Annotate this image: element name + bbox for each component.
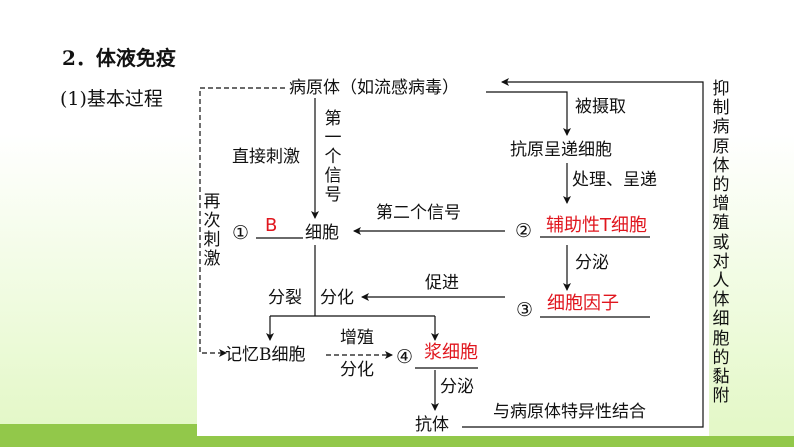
promote-label: 促进 bbox=[425, 273, 459, 293]
b-answer: B bbox=[265, 215, 278, 236]
inhibit-label: 抑制病原体的增殖或对人体细胞的黏附 bbox=[712, 79, 730, 407]
subtitle: (1)基本过程 bbox=[60, 88, 163, 110]
footer-band-left bbox=[0, 424, 197, 436]
apc-node: 抗原呈递细胞 bbox=[510, 140, 612, 160]
cytokine-answer: 细胞因子 bbox=[547, 293, 619, 314]
secrete-label: 分泌 bbox=[575, 253, 609, 273]
b-cell-suffix: 细胞 bbox=[305, 223, 339, 243]
uptake-label: 被摄取 bbox=[575, 97, 626, 117]
divide-label: 分裂 bbox=[268, 288, 302, 308]
second-signal-label: 第二个信号 bbox=[376, 203, 461, 223]
bind-label: 与病原体特异性结合 bbox=[493, 402, 646, 422]
differentiate-label: 分化 bbox=[320, 288, 354, 308]
section-title: 2．体液免疫 bbox=[62, 46, 176, 70]
plasma-number: ④ bbox=[396, 346, 414, 368]
feedback-line bbox=[462, 78, 704, 428]
b-cell-stem bbox=[270, 245, 435, 317]
secrete2-label: 分泌 bbox=[440, 377, 474, 397]
footer-band bbox=[0, 436, 794, 447]
uptake-arrow bbox=[486, 91, 571, 136]
th-number: ② bbox=[515, 220, 533, 242]
diagram-panel bbox=[197, 70, 709, 436]
restimulate-dashed-line bbox=[199, 87, 285, 357]
plasma-answer: 浆细胞 bbox=[424, 342, 478, 363]
b-number: ① bbox=[232, 222, 250, 244]
first-signal-label: 第一个信号 bbox=[324, 109, 342, 205]
differentiate2-label: 分化 bbox=[340, 360, 374, 380]
pathogen-node: 病原体（如流感病毒） bbox=[289, 78, 459, 98]
antibody-node: 抗体 bbox=[415, 415, 449, 435]
proliferate-label: 增殖 bbox=[340, 328, 374, 348]
memory-b-node: 记忆B细胞 bbox=[225, 345, 306, 365]
direct-stimulate-label: 直接刺激 bbox=[232, 147, 300, 167]
process-label: 处理、呈递 bbox=[572, 170, 657, 190]
th-answer: 辅助性T细胞 bbox=[546, 215, 647, 236]
restimulate-label: 再次刺激 bbox=[203, 192, 221, 269]
cytokine-number: ③ bbox=[516, 299, 534, 321]
